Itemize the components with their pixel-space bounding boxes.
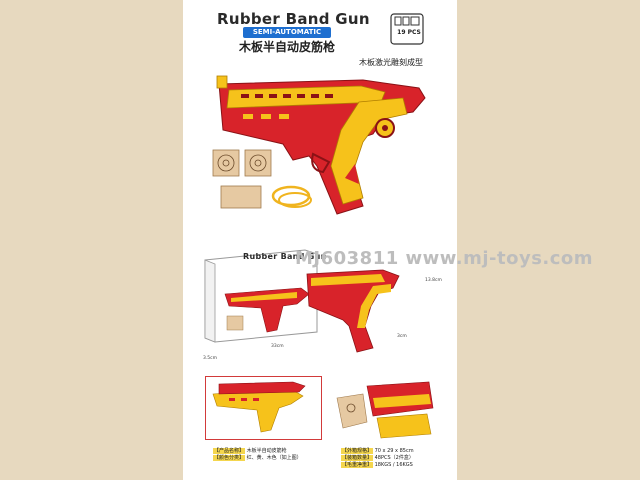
laser-cut-caption: 木板激光雕刻成型 (359, 58, 423, 67)
target-cards-and-bands (212, 149, 312, 209)
rubber-band-gun-illustration (216, 75, 426, 215)
box-icon (390, 13, 424, 45)
exploded-view-frame (205, 376, 322, 440)
kraft-background-right (457, 0, 640, 480)
box-depth-dimension: 3.5cm (203, 356, 218, 361)
spec-label: 【外箱规格】 (341, 448, 374, 454)
spec-right: 【外箱规格】 70 x 29 x 85cm 【装箱数量】 48PCS（2件盒） … (341, 448, 414, 469)
spec-label: 【毛重净重】 (341, 462, 374, 468)
exploded-gun-view (212, 381, 306, 433)
box-title: Rubber Band Gun (243, 252, 327, 261)
product-sheet: Rubber Band Gun SEMI-AUTOMATIC 木板半自动皮筋枪 … (183, 0, 457, 480)
gun-height-dimension: 13.8cm (425, 278, 442, 283)
spec-value: 18KGS / 16KGS (374, 462, 413, 468)
packaging-box (204, 249, 318, 343)
spec-value: 红、黄、木色（如上图） (246, 455, 302, 461)
spec-left: 【产品名称】 木板半自动皮筋枪 【颜色分类】 红、黄、木色（如上图） (213, 448, 302, 462)
spec-label: 【装箱数量】 (341, 455, 374, 461)
box-width-dimension: 33cm (271, 344, 284, 349)
spec-value: 70 x 29 x 85cm (374, 448, 414, 454)
product-title: Rubber Band Gun (217, 10, 370, 28)
spec-value: 木板半自动皮筋枪 (246, 448, 287, 454)
gun-width-dimension: 3cm (397, 334, 407, 339)
spec-label: 【颜色分类】 (213, 455, 246, 461)
spec-value: 48PCS（2件盒） (374, 455, 414, 461)
gun-side-view (306, 269, 400, 353)
parts-photo (336, 381, 434, 439)
pieces-count: 19 PCS (397, 29, 421, 36)
spec-label: 【产品名称】 (213, 448, 246, 454)
semi-automatic-badge: SEMI-AUTOMATIC (243, 27, 331, 38)
product-title-cn: 木板半自动皮筋枪 (239, 40, 336, 54)
kraft-background-left (0, 0, 183, 480)
watermark-text: MJ603811 www.mj-toys.com (295, 248, 594, 269)
